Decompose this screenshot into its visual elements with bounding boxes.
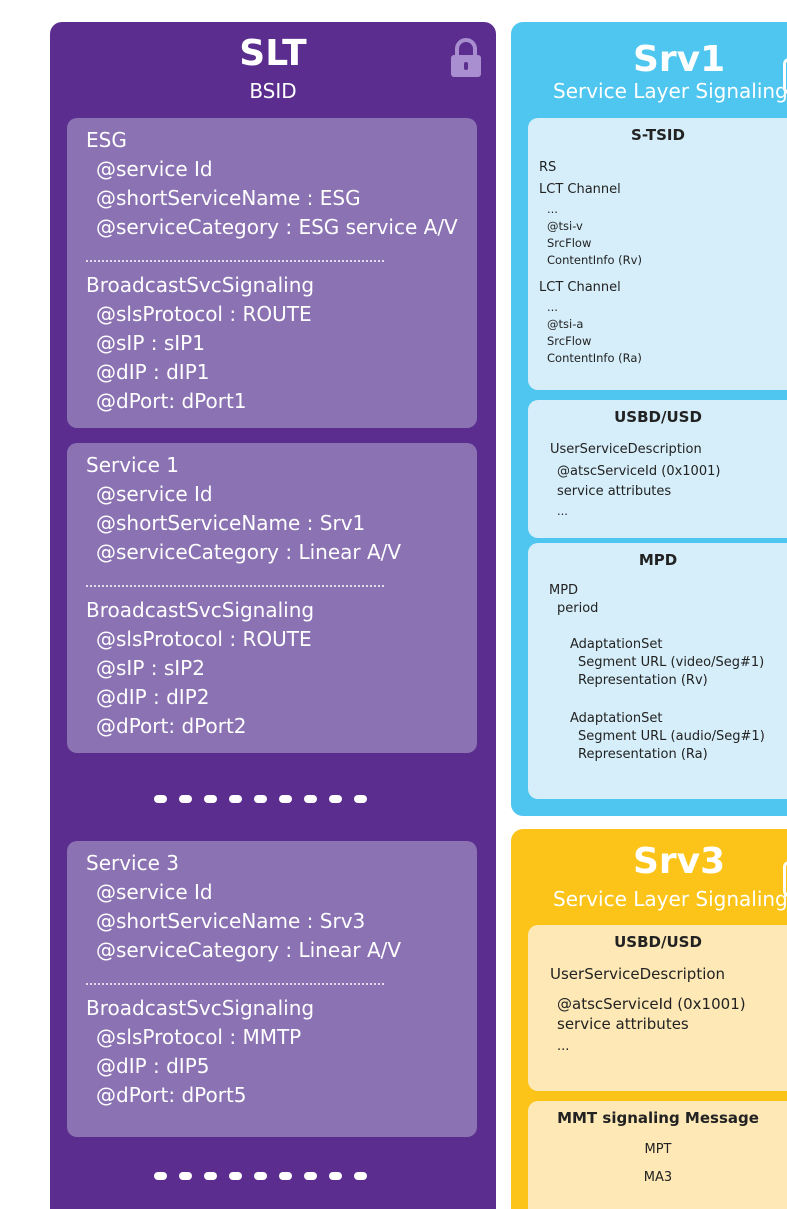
srcflow-a: SrcFlow [547,334,592,348]
dotted-separator [86,260,384,262]
stsid-rs: RS [539,160,557,175]
srv3-subtitle: Service Layer Signaling [553,887,787,911]
srv3-clipped-icon [783,861,787,897]
representation-ra: Representation (Ra) [578,747,708,762]
mpd-header: MPD [638,551,678,569]
signaling-attr: @dPort: dPort2 [96,714,247,738]
signaling-attr: @sIP : sIP2 [96,656,205,680]
contentinfo-a: ContentInfo (Ra) [547,351,642,365]
mmt-mpt: MPT [644,1142,672,1157]
mmt-ma3: MA3 [643,1170,673,1185]
signaling-attr: @dPort: dPort1 [96,389,247,413]
mmt-header: MMT signaling Message [557,1109,759,1127]
signaling-attr: @dPort: dPort5 [96,1083,247,1107]
signaling-attr: @slsProtocol : ROUTE [96,627,312,651]
service-attr: @shortServiceName : Srv1 [96,511,366,535]
usbd-box: USBD/USD UserServiceDescription @atscSer… [528,400,787,538]
service-attr: @serviceCategory : Linear A/V [96,540,402,564]
slt-service-box-service-1: Service 1 @service Id @shortServiceName … [67,443,477,753]
signaling-attr: @dIP : dIP1 [96,360,210,384]
srv1-panel: Srv1 Service Layer Signaling S-TSID RS L… [511,22,787,816]
segment-url-video: Segment URL (video/Seg#1) [578,655,765,670]
more-services-dots [154,795,367,803]
more-services-dots [154,1172,367,1180]
mpd-box: MPD MPD period AdaptationSet Segment URL… [528,543,787,799]
service-attributes: service attributes [557,484,672,499]
dotted-separator [86,983,384,985]
atsc-service-id: @atscServiceId (0x1001) [557,464,721,479]
tsi-v: @tsi-v [547,219,583,233]
tsi-a: @tsi-a [547,317,584,331]
signaling-attr: @slsProtocol : MMTP [96,1025,302,1049]
service-attr: @service Id [96,157,213,181]
signaling-attr: @dIP : dIP5 [96,1054,210,1078]
user-service-description: UserServiceDescription [550,965,726,983]
ellipsis: ... [547,202,558,216]
ellipsis: ... [557,504,568,518]
usbd-header: USBD/USD [614,408,702,426]
stsid-box: S-TSID RS LCT Channel ... @tsi-v SrcFlow… [528,118,787,390]
lct-channel-v: LCT Channel [539,182,621,197]
service-name: ESG [86,128,127,152]
srcflow-v: SrcFlow [547,236,592,250]
srv3-panel: Srv3 Service Layer Signaling USBD/USD Us… [511,829,787,1209]
service-attr: @serviceCategory : Linear A/V [96,938,402,962]
srv3-usbd-header: USBD/USD [614,933,702,951]
srv3-usbd-box: USBD/USD UserServiceDescription @atscSer… [528,925,787,1091]
signaling-label: BroadcastSvcSignaling [86,996,315,1020]
srv1-clipped-icon [783,58,787,94]
slt-service-box-service-3: Service 3 @service Id @shortServiceName … [67,841,477,1137]
ellipsis: ... [547,300,558,314]
adaptation-set-video: AdaptationSet [570,637,663,652]
srv1-title: Srv1 [633,39,726,80]
slt-subtitle: BSID [249,79,297,103]
adaptation-set-audio: AdaptationSet [570,711,663,726]
lock-icon [451,38,481,77]
slt-service-box-esg: ESG @service Id @shortServiceName : ESG … [67,118,477,428]
signaling-attr: @slsProtocol : ROUTE [96,302,312,326]
dotted-separator [86,585,384,587]
mpd-period: period [557,601,599,616]
service-attr: @shortServiceName : Srv3 [96,909,366,933]
lct-channel-a: LCT Channel [539,280,621,295]
mmt-signaling-box: MMT signaling Message MPT MA3 [528,1101,787,1209]
signaling-attr: @sIP : sIP1 [96,331,205,355]
signaling-label: BroadcastSvcSignaling [86,598,315,622]
segment-url-audio: Segment URL (audio/Seg#1) [578,729,765,744]
srv3-title: Srv3 [633,841,726,882]
atsc-service-id: @atscServiceId (0x1001) [557,995,746,1013]
srv1-subtitle: Service Layer Signaling [553,79,787,103]
service-attr: @serviceCategory : ESG service A/V [96,215,458,239]
service-attr: @service Id [96,880,213,904]
stsid-header: S-TSID [631,126,685,144]
slt-title: SLT [239,33,307,74]
mpd-label: MPD [549,583,579,598]
service-attr: @service Id [96,482,213,506]
ellipsis: ... [557,1039,570,1054]
signaling-attr: @dIP : dIP2 [96,685,210,709]
service-name: Service 1 [86,453,179,477]
contentinfo-v: ContentInfo (Rv) [547,253,642,267]
slt-panel: SLT BSID ESG @service Id @shortServiceNa… [50,22,496,1209]
service-name: Service 3 [86,851,179,875]
service-attr: @shortServiceName : ESG [96,186,361,210]
representation-rv: Representation (Rv) [578,673,708,688]
user-service-description: UserServiceDescription [550,442,702,457]
signaling-label: BroadcastSvcSignaling [86,273,315,297]
service-attributes: service attributes [557,1015,689,1033]
